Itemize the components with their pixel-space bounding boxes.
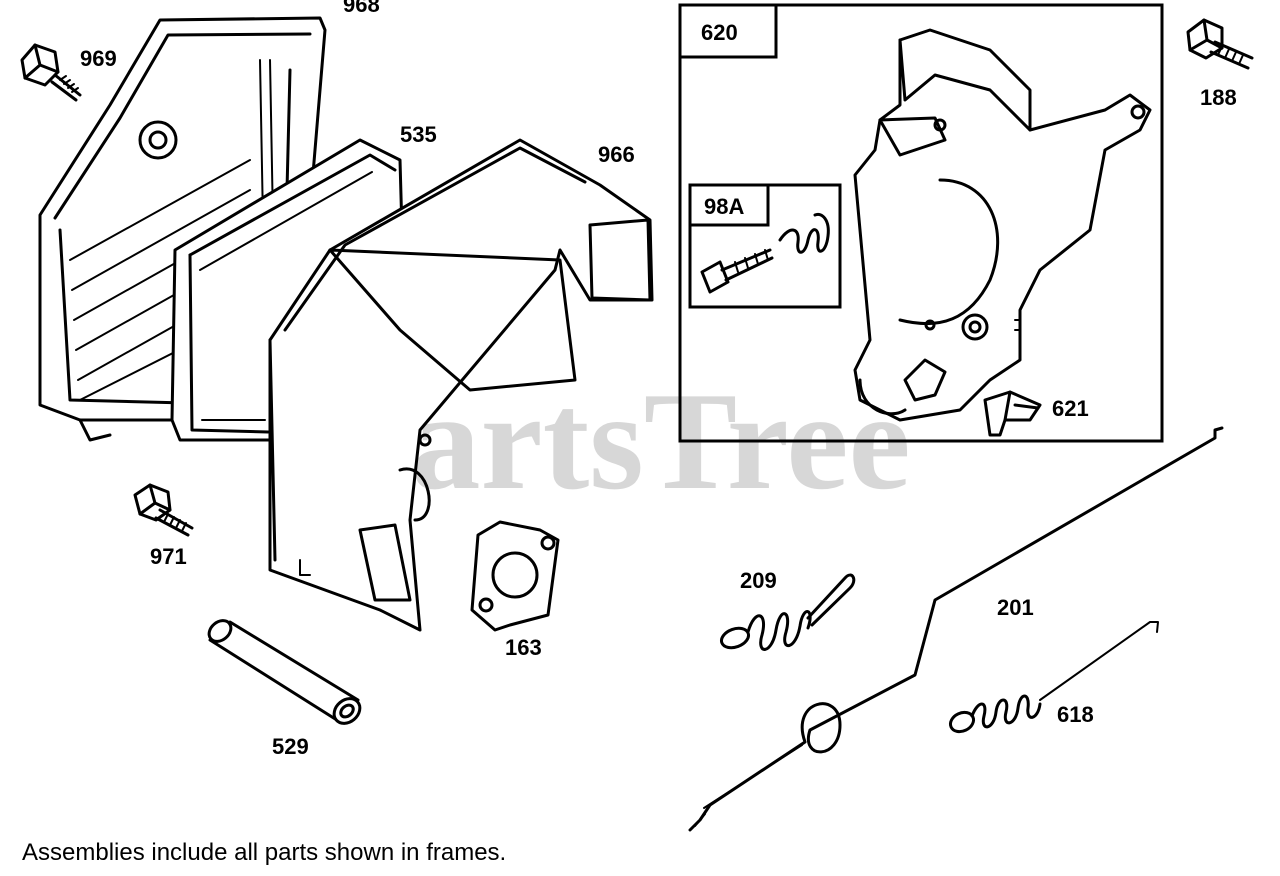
part-209-spring-drawing[interactable]: [719, 573, 856, 651]
part-618-spring-drawing[interactable]: [947, 621, 1159, 735]
footer-note: Assemblies include all parts shown in fr…: [22, 839, 506, 866]
label-188[interactable]: 188: [1200, 85, 1237, 110]
part-620-bracket-drawing[interactable]: [853, 28, 1152, 422]
part-98A-screw-spring-drawing[interactable]: [700, 212, 830, 294]
label-618[interactable]: 618: [1057, 702, 1094, 727]
frame-620-label[interactable]: 620: [701, 20, 738, 45]
frame-620-tab: [678, 3, 778, 59]
part-966-base-drawing[interactable]: [268, 138, 654, 632]
label-621[interactable]: 621: [1052, 396, 1089, 421]
part-163-gasket-drawing[interactable]: [470, 520, 560, 632]
label-209[interactable]: 209: [740, 568, 777, 593]
label-201[interactable]: 201: [997, 595, 1034, 620]
label-529[interactable]: 529: [272, 734, 309, 759]
frame-98A-tab: [688, 183, 770, 227]
frame-620: [678, 3, 1164, 443]
part-969-screw-drawing[interactable]: [20, 43, 82, 102]
label-968[interactable]: 968: [343, 0, 380, 17]
frame-98A-label[interactable]: 98A: [704, 194, 744, 219]
part-529-tube-drawing[interactable]: [205, 616, 365, 728]
label-971[interactable]: 971: [150, 544, 187, 569]
label-966[interactable]: 966: [598, 142, 635, 167]
part-971-screw-drawing[interactable]: [133, 483, 194, 537]
label-163[interactable]: 163: [505, 635, 542, 660]
label-969[interactable]: 969: [80, 46, 117, 71]
label-535[interactable]: 535: [400, 122, 437, 147]
part-621-clip-drawing[interactable]: [983, 390, 1042, 437]
part-201-link-drawing[interactable]: [688, 426, 1224, 832]
part-188-screw-drawing[interactable]: [1186, 18, 1254, 70]
